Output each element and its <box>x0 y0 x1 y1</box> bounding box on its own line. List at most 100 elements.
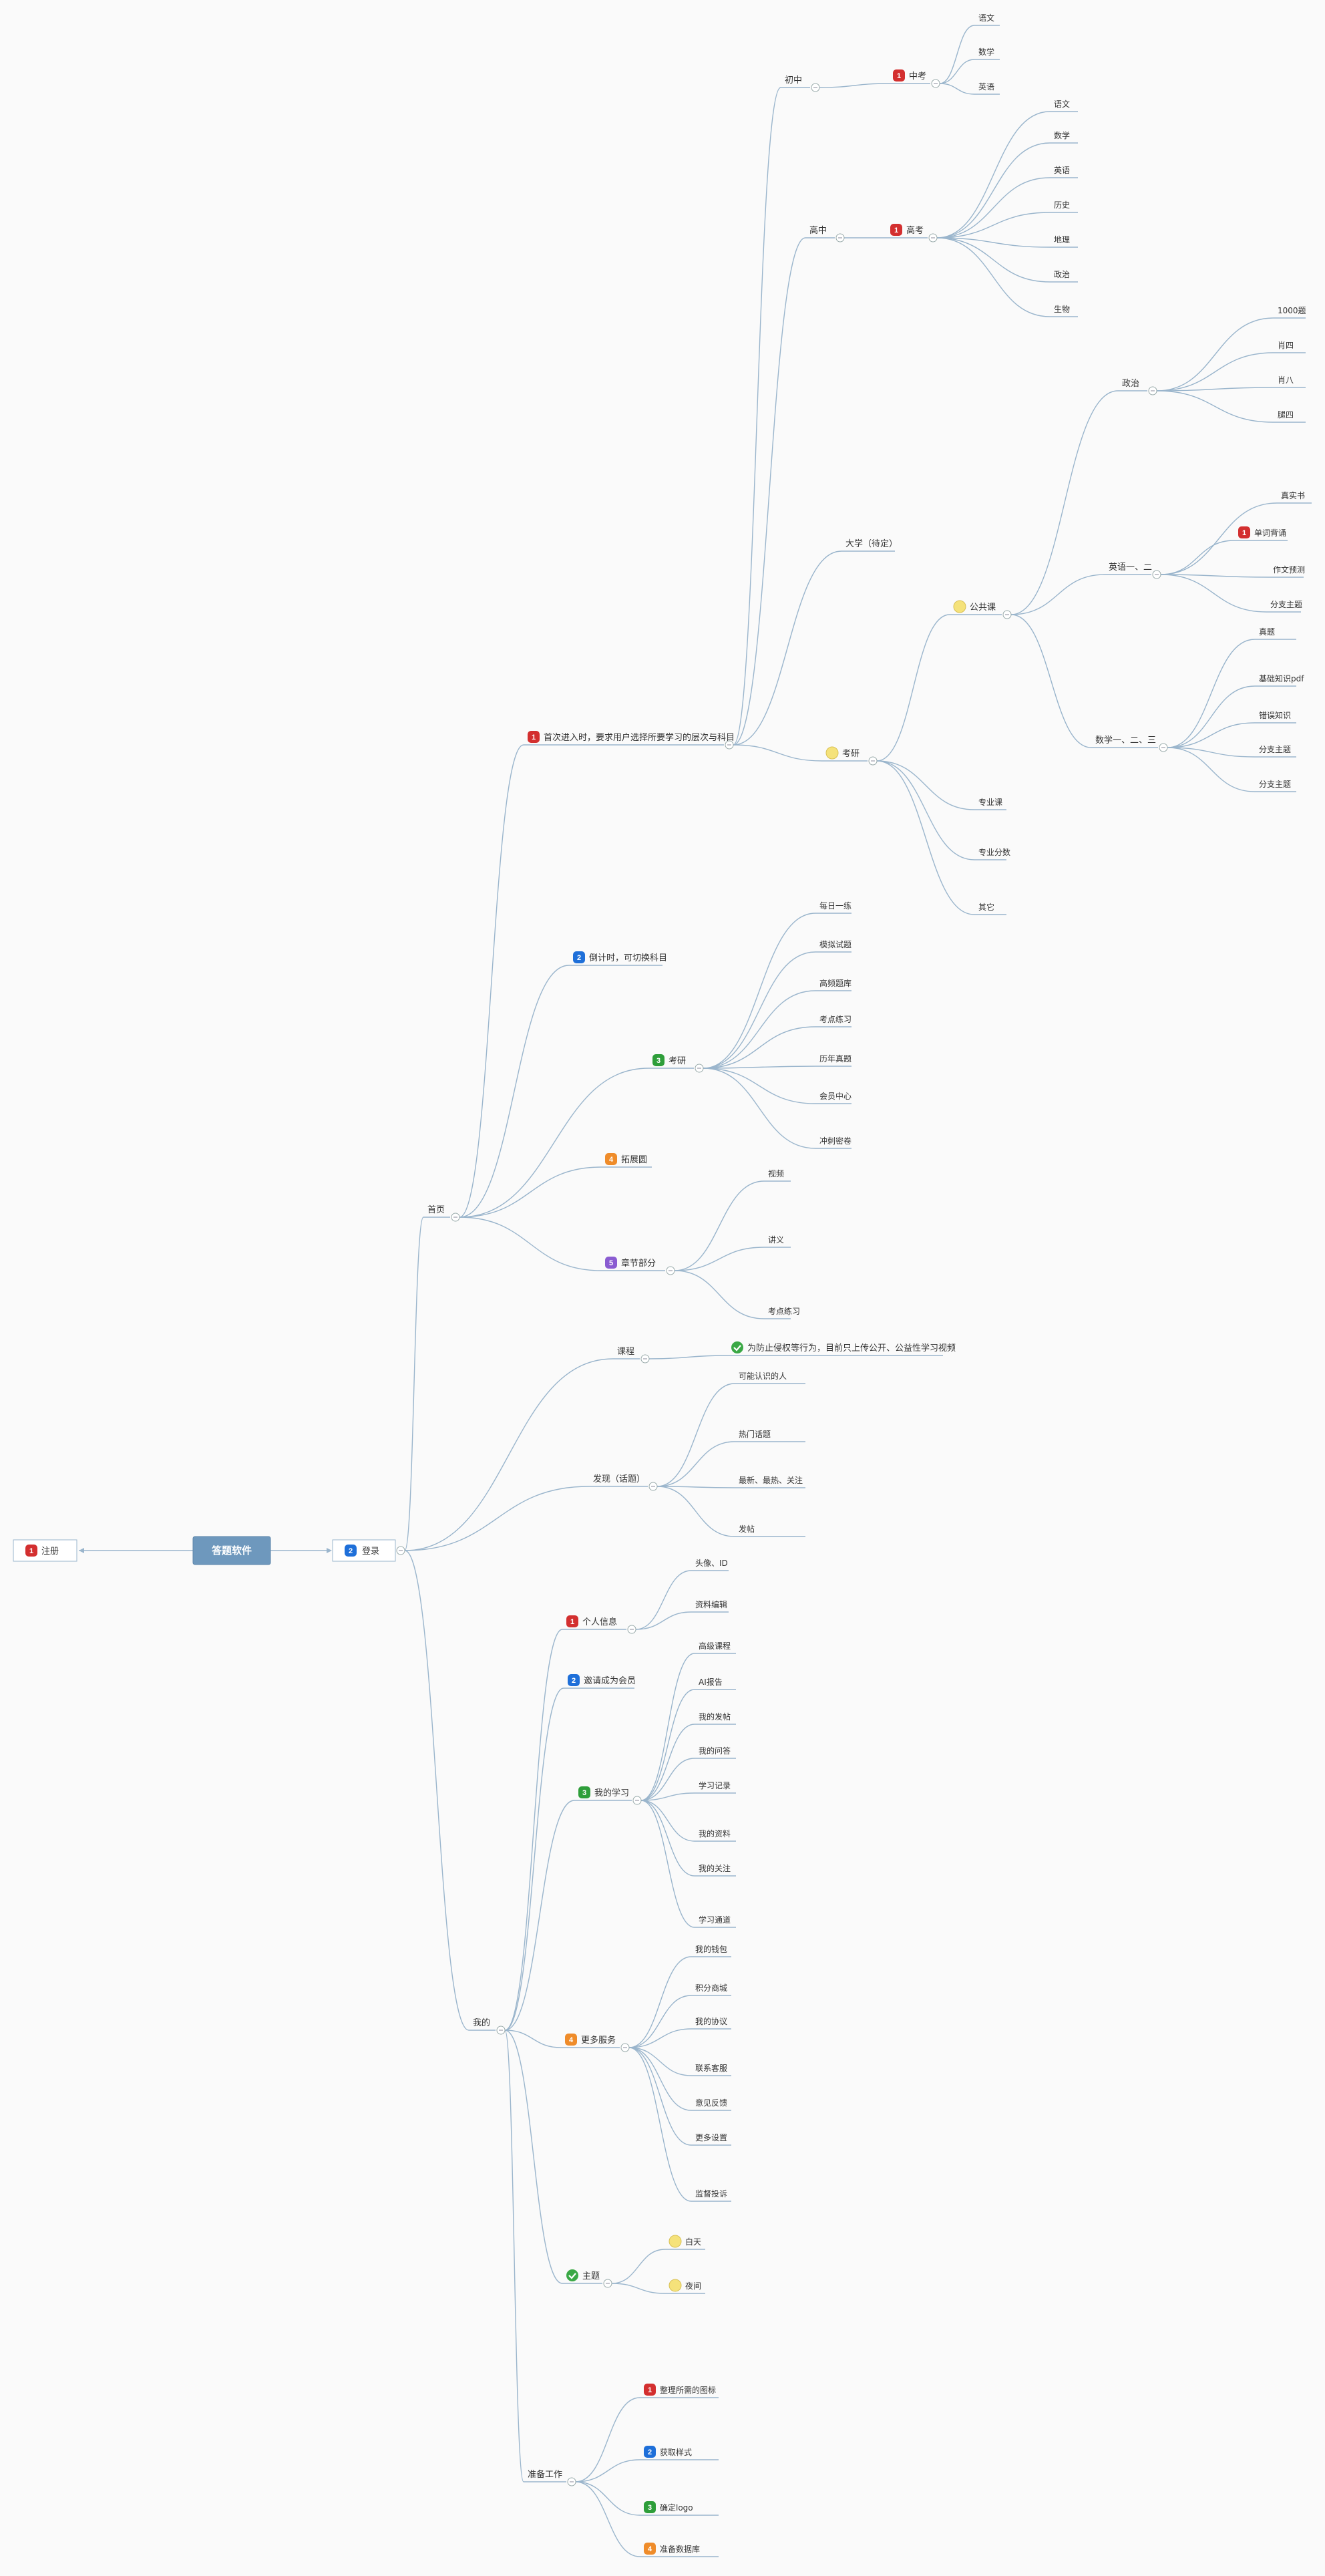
branch-line <box>703 1068 816 1104</box>
vip-badge-number: 2 <box>572 1677 576 1685</box>
kaoyan-mid-leaf-7-label: 冲刺密卷 <box>819 1136 851 1146</box>
branch-line <box>1156 352 1274 391</box>
home-label: 首页 <box>427 1205 445 1215</box>
branch-line <box>936 212 1051 238</box>
branch-line <box>575 2459 640 2482</box>
login-priority-badge <box>345 1545 357 1557</box>
yingyu12-leaf-3-label: 作文预测 <box>1273 565 1305 575</box>
branch-line <box>936 237 1051 283</box>
branch-line <box>611 2249 666 2284</box>
study-leaf-4-label: 我的问答 <box>699 1746 731 1756</box>
zhongkao-label: 中考 <box>909 71 926 82</box>
kaoyan-mid-leaf-4-label: 考点练习 <box>819 1014 851 1024</box>
vip-label: 邀请成为会员 <box>584 1676 636 1686</box>
personal-badge-number: 1 <box>570 1618 574 1626</box>
theme-leaf-1-label: 白天 <box>685 2237 701 2247</box>
branch-line <box>635 1611 692 1630</box>
more-priority-badge <box>565 2034 577 2046</box>
yingyu12-leaf-1-label: 真实书 <box>1281 490 1305 500</box>
branch-line <box>939 25 975 84</box>
gaokao-leaf-4-label: 历史 <box>1054 200 1070 210</box>
branch-line <box>575 2481 640 2516</box>
chuzhong-label: 初中 <box>785 75 802 86</box>
kaoyan-mid-leaf-2-label: 模拟试题 <box>819 939 851 949</box>
zhangjie-label: 章节部分 <box>621 1258 656 1269</box>
branch-line <box>936 237 1051 248</box>
gaokao-priority-badge <box>890 224 902 236</box>
register-label: 注册 <box>41 1547 59 1557</box>
root-node[interactable] <box>192 1536 271 1565</box>
kaoyan-mid-priority-badge <box>652 1054 665 1066</box>
countdown-label: 倒计时，可切换科目 <box>589 953 667 963</box>
prep-leaf-1-priority-badge <box>644 2384 656 2396</box>
prep-leaf-1-label: 整理所需的图标 <box>660 2385 716 2395</box>
prep-leaf-2-badge-number: 2 <box>648 2448 652 2456</box>
branch-line <box>628 2028 692 2048</box>
login-label: 登录 <box>362 1547 379 1557</box>
personal-leaf-1-label: 头像、ID <box>695 1559 728 1568</box>
faxian-leaf-1-label: 可能认识的人 <box>739 1371 787 1381</box>
branch-line <box>404 1550 469 2031</box>
gonggongke-label: 公共课 <box>970 603 996 613</box>
branch-line <box>1010 614 1092 748</box>
prep-leaf-3-badge-number: 3 <box>648 2504 652 2512</box>
kaoyan-mid-leaf-5-label: 历年真题 <box>819 1054 851 1064</box>
branch-line <box>674 1247 765 1271</box>
theme-leaf-2-label: 夜间 <box>685 2281 701 2291</box>
branch-line <box>703 913 816 1069</box>
prep-leaf-3-priority-badge <box>644 2501 656 2513</box>
prep-leaf-2-priority-badge <box>644 2446 656 2458</box>
branch-line <box>1156 317 1274 391</box>
branch-line <box>1167 747 1256 758</box>
branch-line <box>703 1026 816 1069</box>
branch-line <box>1156 387 1274 391</box>
kaoyan-mid-leaf-6-label: 会员中心 <box>819 1091 851 1101</box>
zhongkao-leaf-1-label: 语文 <box>978 13 994 23</box>
login-node[interactable] <box>332 1539 396 1562</box>
personal-label: 个人信息 <box>582 1617 617 1627</box>
gaozhong-label: 高中 <box>809 225 827 236</box>
branch-line <box>640 1653 695 1801</box>
register-node[interactable] <box>13 1539 77 1562</box>
login-badge-number: 2 <box>349 1547 353 1555</box>
theme-leaf-2-smiley-icon <box>669 2279 682 2292</box>
branch-line <box>640 1758 695 1801</box>
register-priority-badge <box>25 1545 37 1557</box>
kecheng-label: 课程 <box>617 1347 634 1357</box>
study-leaf-5-label: 学习记录 <box>699 1780 731 1790</box>
branch-line <box>504 1800 575 2031</box>
study-badge-number: 3 <box>582 1789 586 1797</box>
gaokao-leaf-1-label: 语文 <box>1054 99 1070 109</box>
branch-line <box>936 177 1051 238</box>
branch-line <box>674 1180 765 1271</box>
kecheng-note-check-icon <box>731 1341 743 1353</box>
branch-line <box>459 1217 602 1271</box>
zhangjie-priority-badge <box>605 1257 617 1269</box>
root-label: 答题软件 <box>212 1545 252 1557</box>
zhongkao-badge-number: 1 <box>897 72 901 80</box>
study-leaf-6-label: 我的资料 <box>699 1828 731 1838</box>
zhangjie-badge-number: 5 <box>609 1259 613 1267</box>
faxian-leaf-2-label: 热门话题 <box>739 1429 771 1439</box>
branch-line <box>611 2283 666 2294</box>
register-badge-number: 1 <box>29 1547 33 1555</box>
branch-line <box>936 111 1051 238</box>
branch-line <box>656 1441 735 1487</box>
branch-line <box>635 1570 692 1630</box>
prep-leaf-4-priority-badge <box>644 2543 656 2555</box>
gaokao-leaf-5-label: 地理 <box>1054 235 1070 245</box>
branch-line <box>504 2030 562 2048</box>
zhongkao-priority-badge <box>893 69 905 82</box>
faxian-leaf-4-label: 发帖 <box>739 1524 755 1534</box>
branch-line <box>459 1068 649 1218</box>
study-leaf-7-label: 我的关注 <box>699 1863 731 1873</box>
gonggongke-smiley-icon <box>953 600 966 613</box>
kaoyan-mid-label: 考研 <box>669 1056 686 1066</box>
zhangjie-leaf-2-label: 讲义 <box>768 1235 784 1245</box>
branch-line <box>640 1800 695 1877</box>
prep-label: 准备工作 <box>528 2469 562 2480</box>
branch-line <box>504 2030 524 2482</box>
theme-leaf-1-smiley-icon <box>669 2235 682 2248</box>
branch-line <box>1156 390 1274 423</box>
kecheng-note-check-mark <box>733 1345 741 1351</box>
